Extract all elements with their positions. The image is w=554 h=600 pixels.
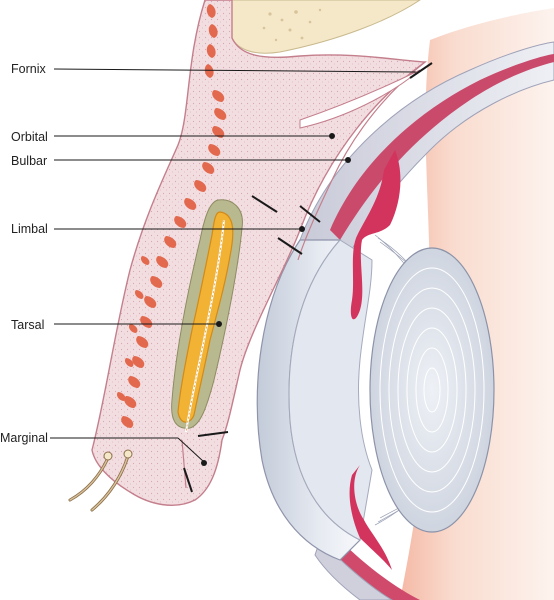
- meibomian-gland: [177, 211, 234, 423]
- tick-marginal-2: [183, 467, 193, 493]
- tick-orbital-bulbar-1: [251, 195, 278, 213]
- label-orbital: Orbital: [11, 130, 48, 144]
- dot-tarsal: [216, 321, 222, 327]
- orbicularis-muscle: [116, 4, 227, 428]
- lens-layers: [379, 267, 485, 513]
- dot-limbal: [299, 226, 305, 232]
- dot-orbital: [329, 133, 335, 139]
- label-marginal-group: Marginal: [0, 431, 207, 466]
- label-tarsal-group: Tarsal: [11, 318, 222, 332]
- tick-limbal: [277, 237, 303, 255]
- label-fornix-group: Fornix: [11, 62, 417, 76]
- label-bulbar: Bulbar: [11, 154, 47, 168]
- label-fornix: Fornix: [11, 62, 46, 76]
- tick-orbital-bulbar-2: [299, 205, 321, 223]
- tick-fornix: [409, 62, 433, 79]
- eyelashes: [68, 449, 133, 512]
- label-bulbar-group: Bulbar: [11, 154, 351, 168]
- leader-marginal-2: [177, 437, 205, 463]
- dot-marginal: [201, 460, 207, 466]
- label-orbital-group: Orbital: [11, 130, 335, 144]
- ciliary-body-lower: [349, 465, 392, 570]
- label-tarsal: Tarsal: [11, 318, 44, 332]
- leader-fornix: [53, 68, 417, 73]
- tick-marginal-1: [197, 431, 229, 437]
- bone-pores: [262, 8, 322, 42]
- label-limbal-group: Limbal: [11, 222, 305, 236]
- lid-margin-line: [181, 439, 187, 489]
- orbital-bone: [231, 0, 421, 54]
- label-limbal: Limbal: [11, 222, 48, 236]
- ciliary-body-upper: [350, 150, 401, 320]
- dot-bulbar: [345, 157, 351, 163]
- label-marginal: Marginal: [0, 431, 48, 445]
- meibomian-duct-outline: [185, 219, 225, 433]
